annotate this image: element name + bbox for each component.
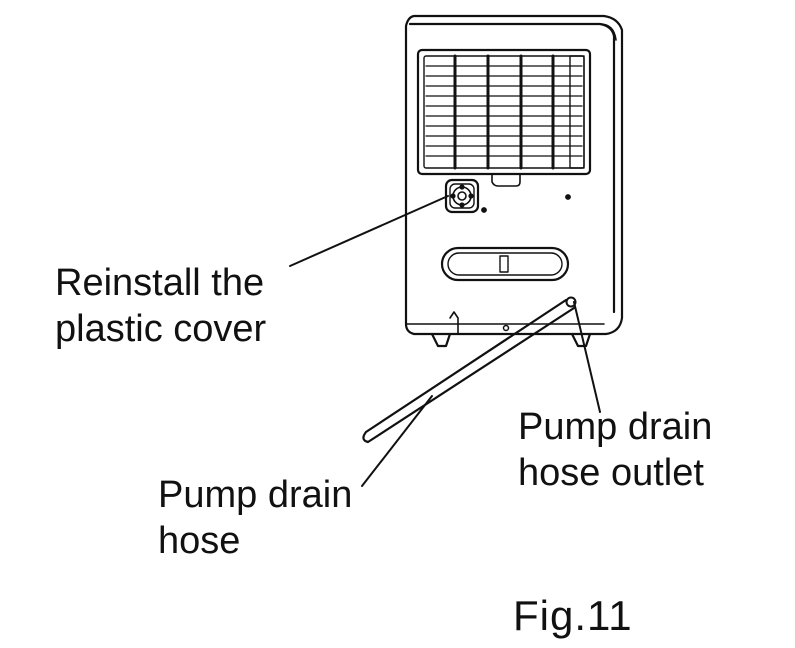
plastic-cover	[444, 178, 480, 214]
reinstall-cover-label: Reinstall the plastic cover	[55, 260, 266, 352]
leader-lines	[289, 195, 601, 487]
unit-feet	[430, 311, 592, 348]
pump-drain-hose-outlet-label-line1: Pump drain	[518, 406, 713, 448]
dehumidifier-body	[404, 14, 624, 336]
pump-drain-hose-label-line1: Pump drain	[158, 474, 353, 516]
pump-drain-hose-label-line2: hose	[158, 520, 241, 562]
pump-drain-hose-outlet-label-line2: hose outlet	[518, 452, 704, 494]
pump-drain-hose	[362, 296, 577, 444]
reinstall-cover-label-line1: Reinstall the	[55, 262, 265, 304]
reinstall-cover-label-line2: plastic cover	[55, 308, 267, 350]
figure-caption: Fig.11	[513, 592, 633, 639]
pump-drain-hose-label: Pump drain hose	[158, 472, 352, 564]
pump-drain-hose-outlet-label: Pump drain hose outlet	[518, 404, 712, 496]
air-intake-grille	[416, 48, 592, 187]
carry-handle	[440, 246, 570, 282]
